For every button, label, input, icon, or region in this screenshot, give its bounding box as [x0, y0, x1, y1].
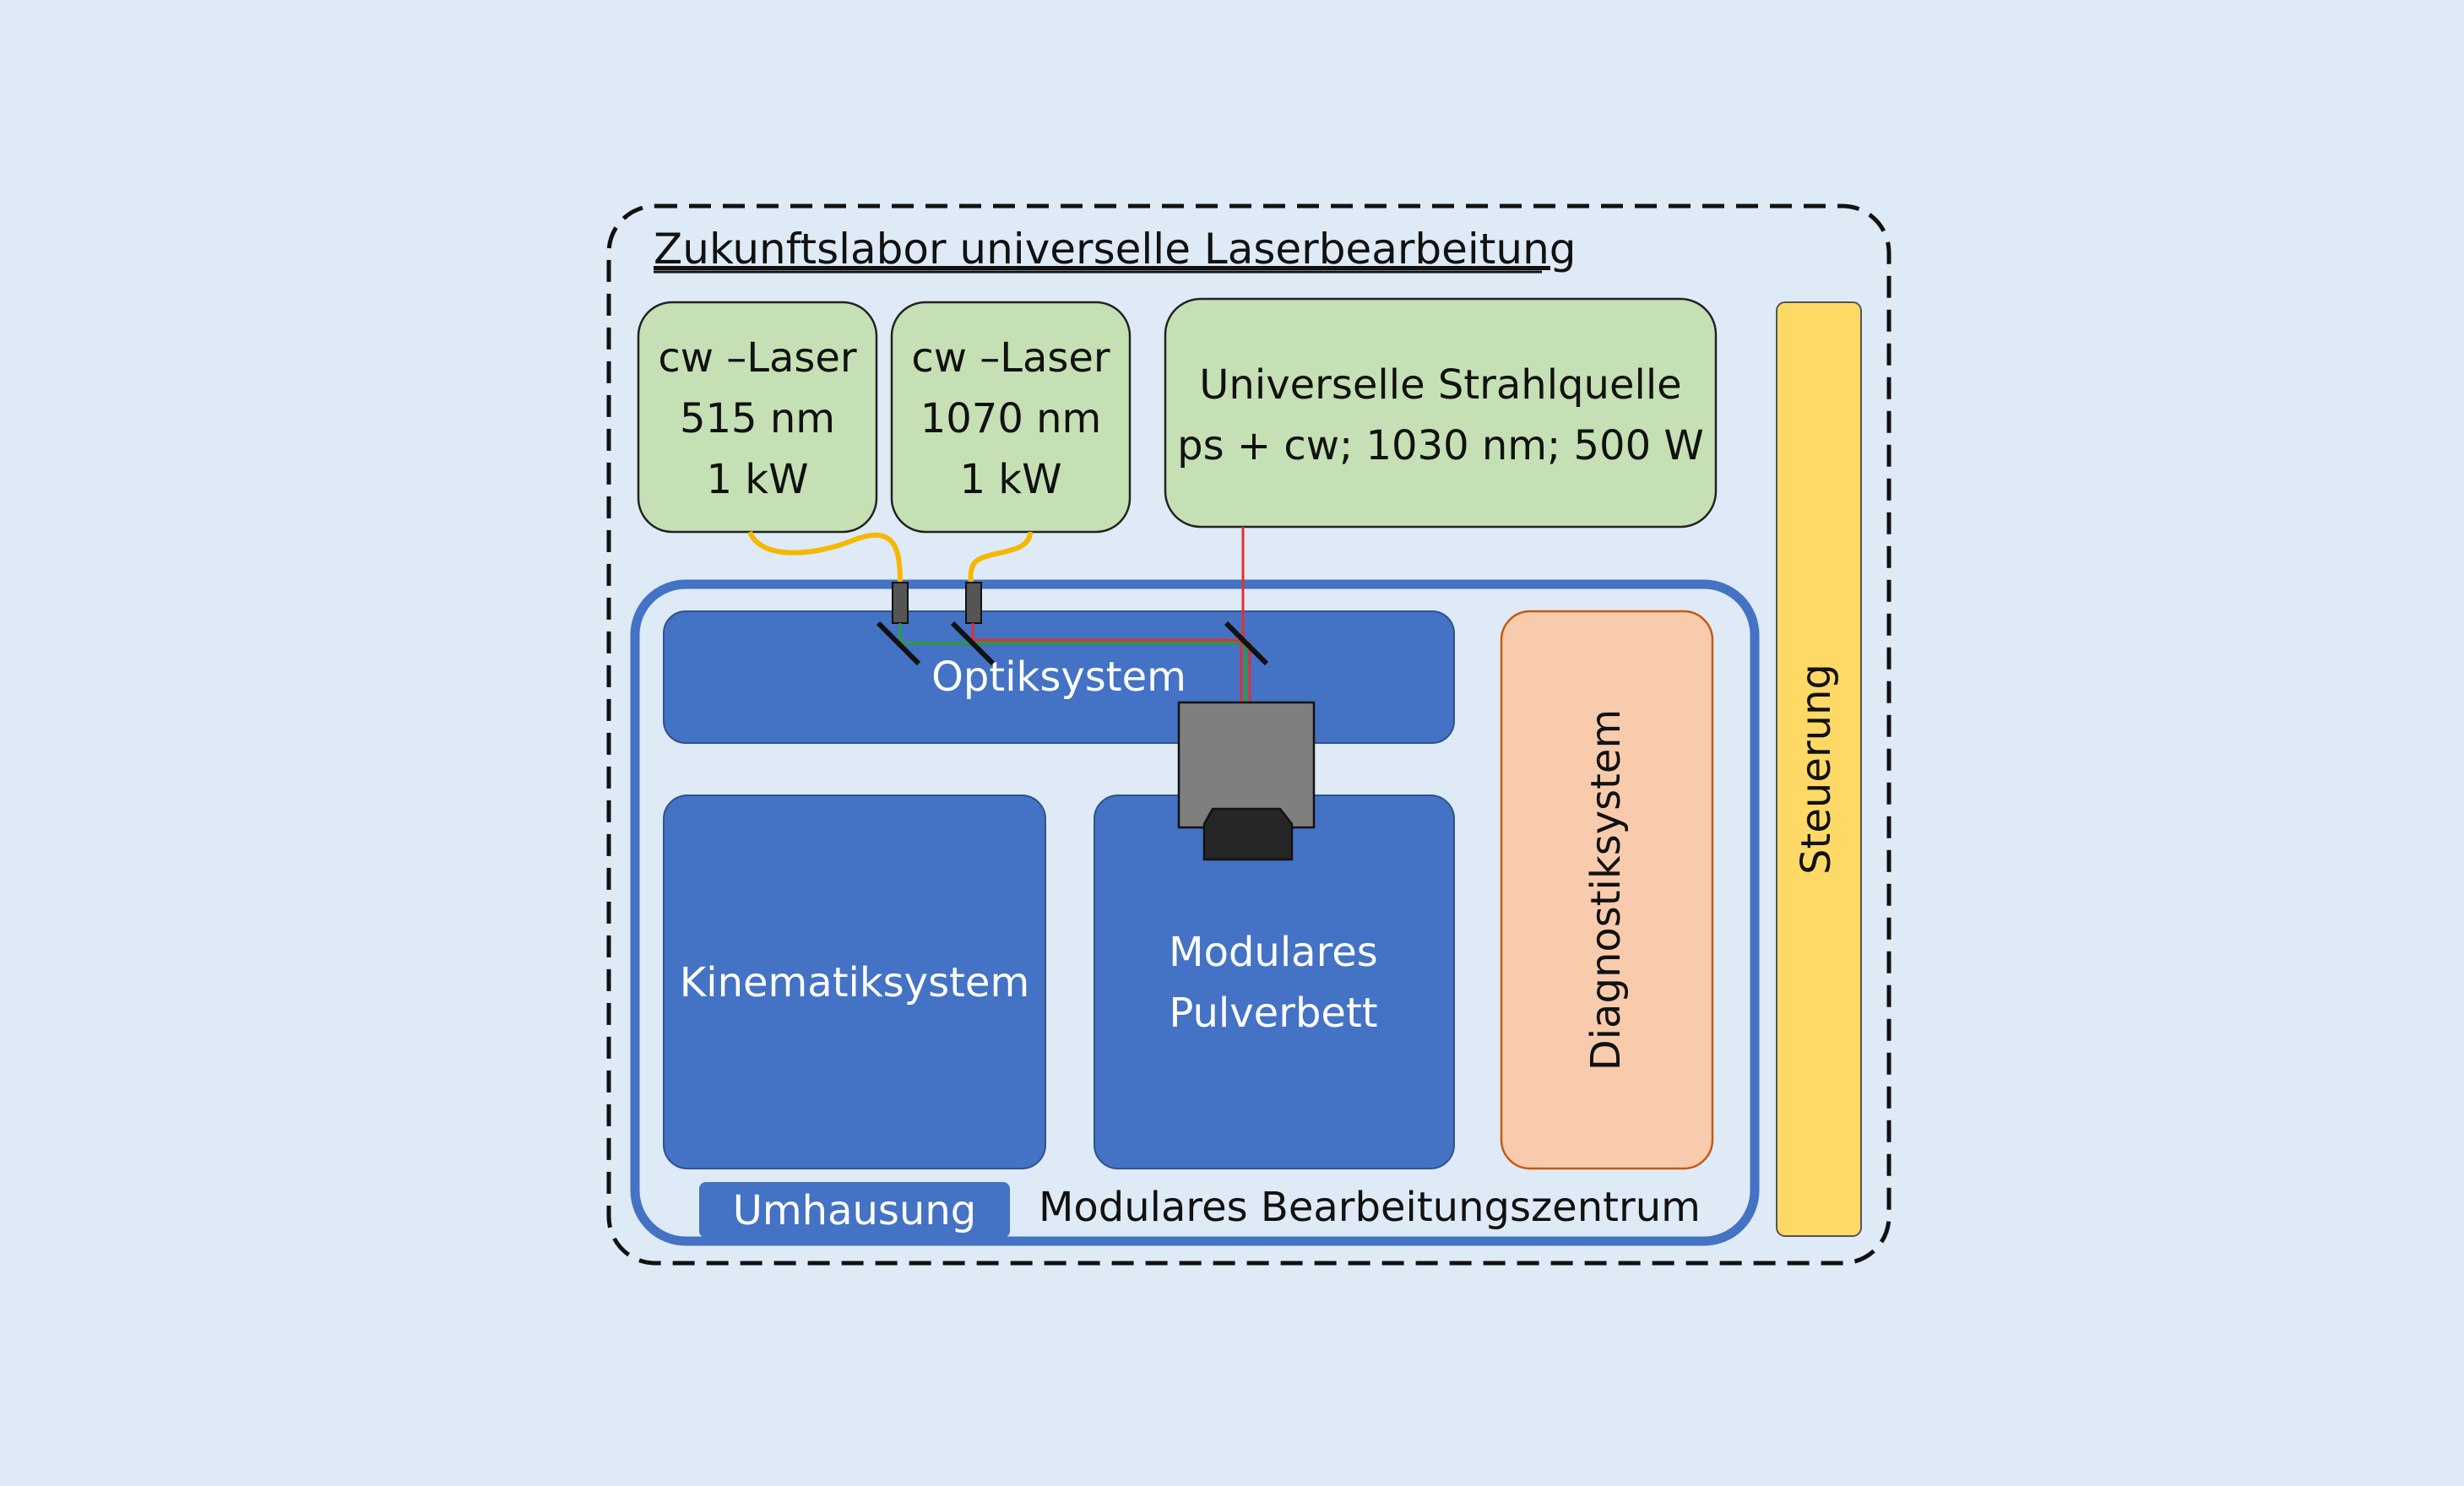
- steuerung-bar: Steuerung: [1776, 301, 1862, 1237]
- laser-515-line3: 1 kW: [706, 456, 808, 503]
- fiber-cable-515: [747, 530, 903, 583]
- strahlquelle-box: Universelle Strahlquelle ps + cw; 1030 n…: [1164, 297, 1718, 529]
- mirror-3: [1224, 621, 1269, 666]
- diagnostiksystem-label: Diagnostiksystem: [1582, 709, 1630, 1071]
- umhausung-label: Umhausung: [733, 1187, 976, 1234]
- bearbeitungszentrum-label: Modulares Bearbeitungszentrum: [1039, 1184, 1701, 1231]
- fiber-cable-1070: [968, 531, 1033, 585]
- diagnostiksystem-box: Diagnostiksystem: [1500, 610, 1714, 1170]
- laser-1070-line3: 1 kW: [959, 456, 1061, 503]
- laser-1070-box: cw –Laser 1070 nm 1 kW: [890, 301, 1132, 534]
- scanner-head: [1177, 701, 1316, 861]
- optiksystem-label: Optiksystem: [931, 654, 1186, 701]
- laser-1070-line2: 1070 nm: [920, 395, 1102, 442]
- steuerung-label: Steuerung: [1793, 664, 1840, 875]
- strahlquelle-line1: Universelle Strahlquelle: [1199, 361, 1681, 409]
- laser-1070-line1: cw –Laser: [911, 334, 1110, 382]
- umhausung-tab: Umhausung: [699, 1182, 1010, 1238]
- pulverbett-line2: Pulverbett: [1169, 990, 1377, 1037]
- pulverbett-line1: Modulares: [1169, 929, 1378, 976]
- laser-515-box: cw –Laser 515 nm 1 kW: [637, 301, 878, 534]
- lab-boundary: [606, 203, 1891, 1266]
- strahlquelle-line2: ps + cw; 1030 nm; 500 W: [1177, 422, 1704, 469]
- collimator-515: [892, 582, 909, 624]
- lab-title: Zukunftslabor universelle Laserbearbeitu…: [654, 225, 1577, 274]
- mirror-1: [876, 621, 921, 666]
- kinematiksystem-box: Kinematiksystem: [663, 795, 1046, 1169]
- kinematiksystem-label: Kinematiksystem: [680, 959, 1029, 1006]
- laser-515-line1: cw –Laser: [658, 334, 857, 382]
- umhausung-frame: [630, 579, 1760, 1246]
- mirror-2: [950, 621, 996, 666]
- laser-515-line2: 515 nm: [680, 395, 835, 442]
- collimator-1070: [965, 582, 982, 624]
- optiksystem-box: Optiksystem: [663, 610, 1455, 744]
- pulverbett-box: Modulares Pulverbett: [1094, 795, 1455, 1169]
